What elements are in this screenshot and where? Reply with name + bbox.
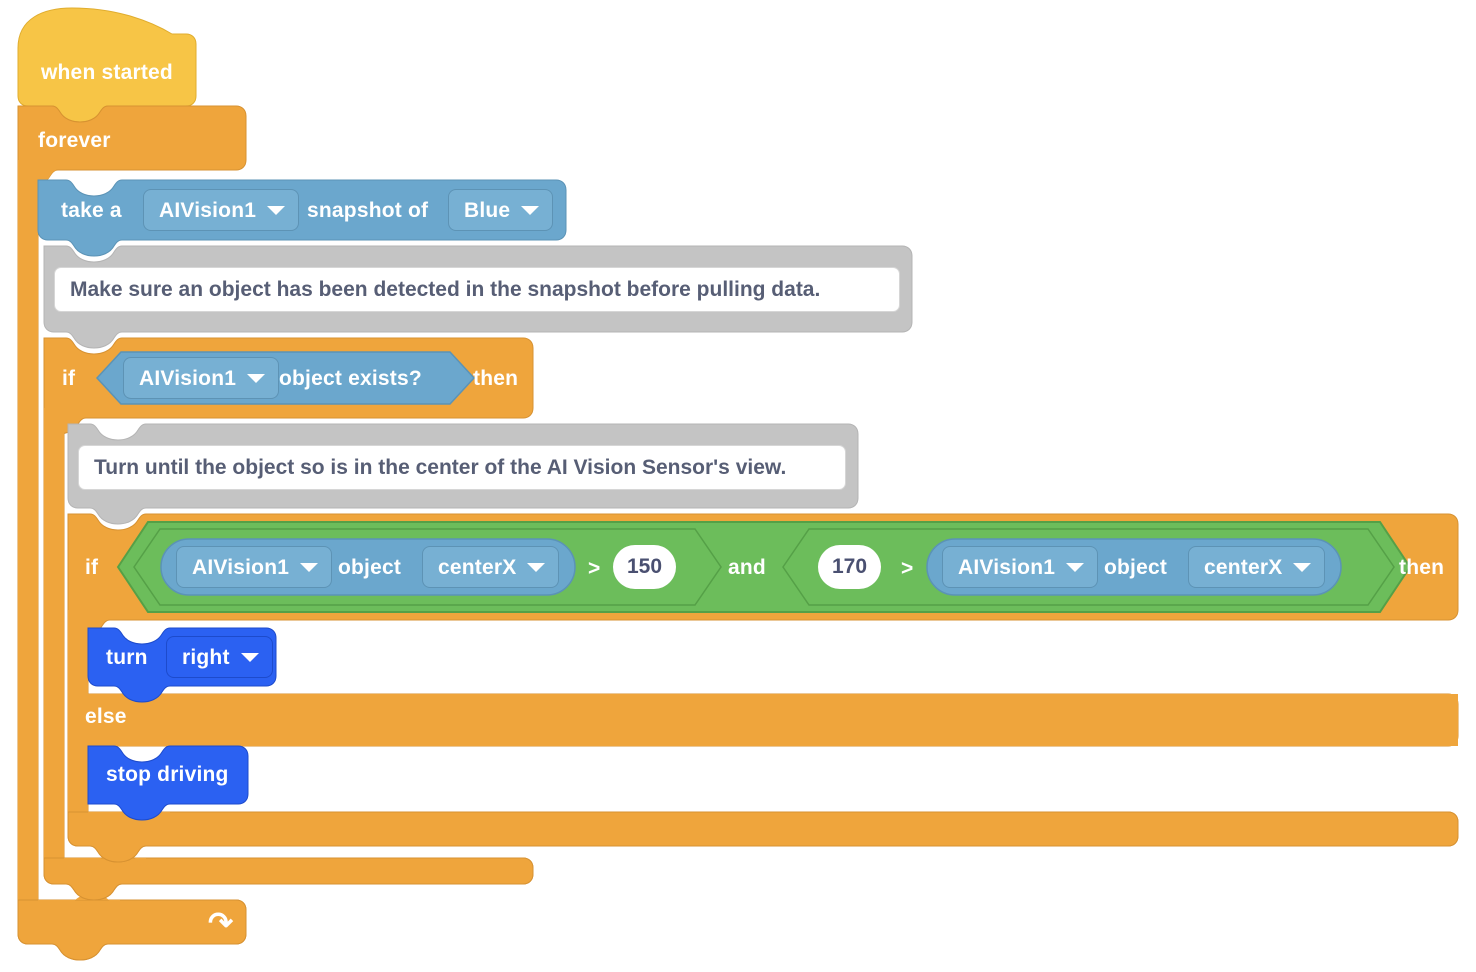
if-else-mouth-notch-2 (88, 806, 170, 822)
if-exists-block-shape (43, 337, 534, 901)
chevron-down-icon (1293, 562, 1312, 572)
and-operator-label: and (728, 556, 766, 579)
if-exists-if-label: if (62, 367, 76, 390)
turn-label: turn (106, 646, 148, 669)
chevron-down-icon (247, 373, 266, 383)
if-exists-bottom-bar (43, 857, 534, 901)
forever-left-spine (18, 160, 38, 900)
comment-1-text: Make sure an object has been detected in… (70, 278, 821, 301)
forever-mouth-top (30, 170, 58, 186)
chevron-down-icon (240, 652, 259, 662)
left-reporter-property-dropdown[interactable]: centerX (422, 546, 560, 588)
forever-label: forever (38, 129, 111, 152)
chevron-down-icon (521, 205, 540, 215)
if-exists-device-label: AIVision1 (139, 366, 237, 390)
loop-arrow-icon: ↶ (208, 907, 234, 940)
if-else-left-spine-2 (68, 740, 88, 818)
if-exists-mouth-notch (64, 852, 146, 868)
if-else-if-label: if (85, 556, 99, 579)
if-else-mouth-notch-1 (88, 688, 170, 704)
left-reporter-property-label: centerX (438, 555, 517, 579)
right-reporter-device-dropdown[interactable]: AIVision1 (942, 546, 1099, 588)
right-value-input[interactable]: 170 (818, 545, 882, 589)
forever-block-shape (17, 105, 247, 961)
left-reporter-device-label: AIVision1 (192, 555, 290, 579)
if-else-bottom-bar (67, 811, 1459, 863)
snapshot-middle-label: snapshot of (307, 199, 429, 222)
left-reporter-object-label: object (338, 556, 402, 579)
if-else-else-bar (68, 694, 1458, 746)
right-reporter-object-label: object (1104, 556, 1168, 579)
chevron-down-icon (300, 562, 319, 572)
right-comparison-operator: > (901, 557, 914, 580)
if-exists-left-spine (44, 408, 64, 860)
snapshot-signature-dropdown[interactable]: Blue (448, 189, 554, 231)
comment-1-textbox[interactable]: Make sure an object has been detected in… (54, 267, 900, 312)
left-value-input[interactable]: 150 (613, 545, 677, 589)
snapshot-device-dropdown[interactable]: AIVision1 (143, 189, 300, 231)
right-reporter-property-label: centerX (1204, 555, 1283, 579)
turn-direction-label: right (182, 645, 230, 669)
turn-direction-dropdown[interactable]: right (166, 636, 273, 678)
if-else-then-label: then (1399, 556, 1445, 579)
snapshot-signature-label: Blue (464, 198, 511, 222)
if-exists-then-label: then (473, 367, 519, 390)
if-else-left-spine-1 (68, 610, 88, 700)
left-comparison-operator: > (588, 557, 601, 580)
snapshot-device-label: AIVision1 (159, 198, 257, 222)
when-started-label: when started (41, 61, 173, 84)
if-else-else-label: else (85, 705, 127, 728)
comment-2-textbox[interactable]: Turn until the object so is in the cente… (78, 445, 846, 490)
chevron-down-icon (267, 205, 286, 215)
left-reporter-device-dropdown[interactable]: AIVision1 (176, 546, 333, 588)
snapshot-prefix-label: take a (61, 199, 122, 222)
if-exists-device-dropdown[interactable]: AIVision1 (123, 357, 280, 399)
comment-2-text: Turn until the object so is in the cente… (94, 456, 787, 479)
chevron-down-icon (527, 562, 546, 572)
forever-mouth-inner-notch (38, 894, 120, 910)
if-exists-condition-label: object exists? (279, 367, 422, 390)
stop-driving-label: stop driving (106, 763, 229, 786)
right-reporter-property-dropdown[interactable]: centerX (1188, 546, 1326, 588)
right-reporter-device-label: AIVision1 (958, 555, 1056, 579)
chevron-down-icon (1066, 562, 1085, 572)
